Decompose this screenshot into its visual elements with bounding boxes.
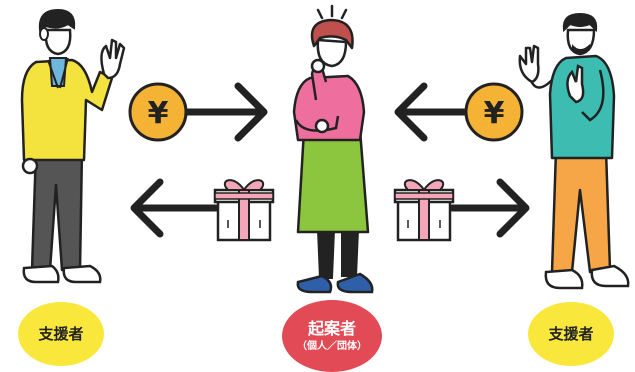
proposer-badge: 起案者 （個人／団体） (282, 300, 382, 372)
coin-symbol-text: ¥ (484, 96, 505, 131)
flow-left-gift-arrow (130, 178, 275, 242)
left-supporter-figure (20, 8, 126, 284)
thinking-lines-icon (316, 4, 348, 20)
flow-right-gift-arrow (393, 178, 530, 242)
flow-right-coin-arrow: ¥ (394, 82, 524, 142)
yen-coin-icon: ¥ (464, 82, 524, 142)
yen-coin-icon: ¥ (128, 82, 188, 142)
right-supporter-figure (518, 12, 630, 290)
flow-left-coin-arrow: ¥ (128, 82, 268, 142)
gift-box-icon (213, 178, 275, 242)
proposer-sublabel: （個人／団体） (297, 340, 367, 352)
arrow-icon (180, 82, 268, 142)
proposer-figure (292, 4, 374, 294)
left-supporter-badge: 支援者 (18, 302, 104, 366)
right-supporter-badge: 支援者 (528, 302, 614, 366)
arrow-icon (130, 178, 220, 238)
left-supporter-label: 支援者 (38, 324, 84, 343)
arrow-icon (394, 82, 474, 142)
proposer-label: 起案者 (307, 319, 356, 339)
coin-symbol-text: ¥ (148, 96, 169, 131)
right-supporter-label: 支援者 (548, 324, 594, 343)
gift-box-icon (393, 178, 455, 242)
arrow-icon (448, 178, 530, 238)
